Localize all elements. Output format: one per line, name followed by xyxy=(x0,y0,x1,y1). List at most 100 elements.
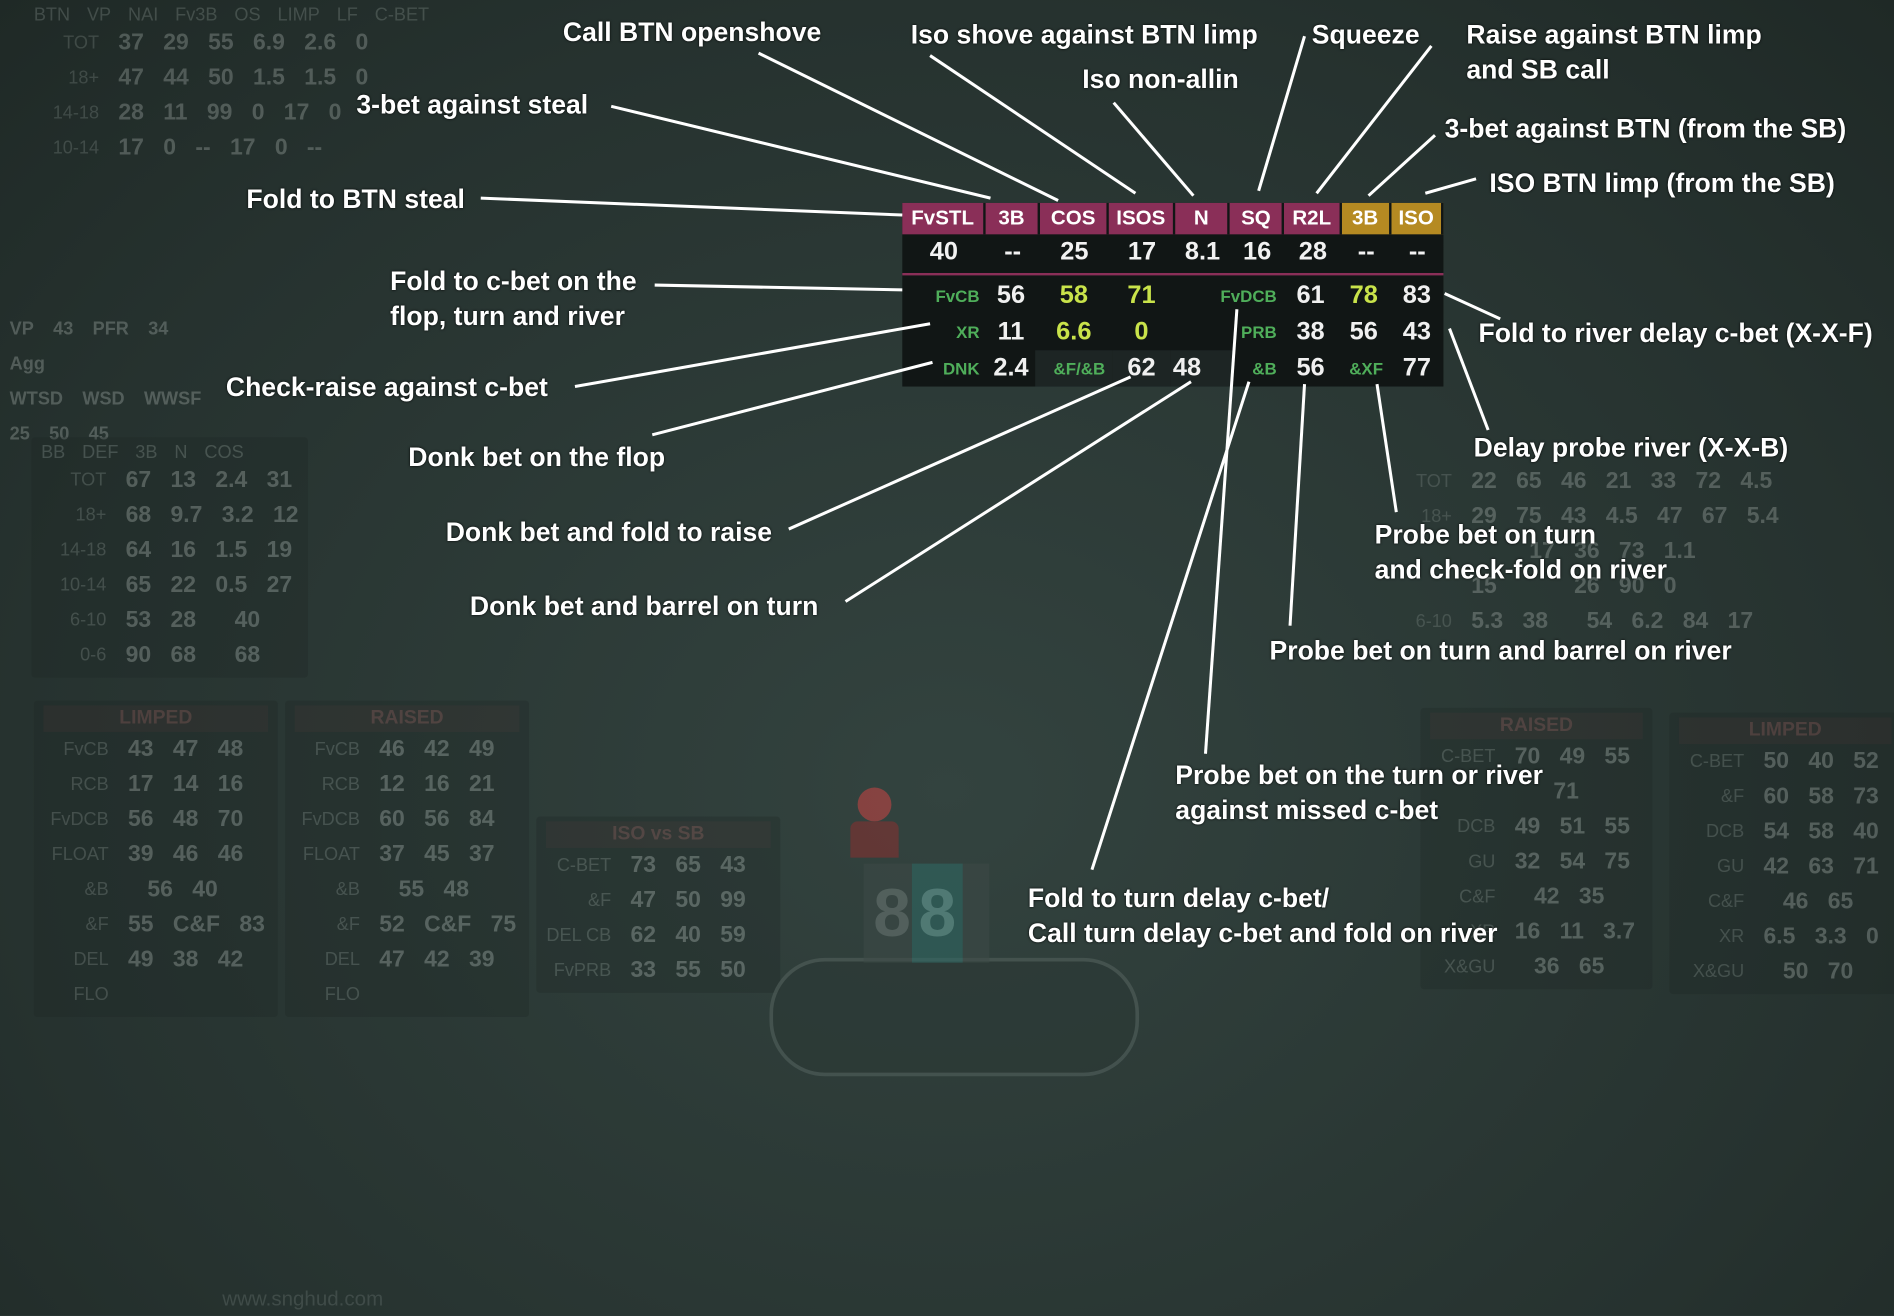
bg-table-cell: 11 xyxy=(163,100,188,126)
hud-value-8: -- xyxy=(1408,237,1426,266)
bg-table-cell: 63 xyxy=(1808,853,1834,880)
bg-table-cell: 40 xyxy=(1808,748,1834,775)
bg-table-cell: 31 xyxy=(266,467,293,493)
label-iso-btn-limp-sb: ISO BTN limp (from the SB) xyxy=(1489,167,1835,199)
bg-table-cell: FvDCB xyxy=(50,809,109,830)
bg-table-cell: -- xyxy=(306,135,323,161)
ff-label: &F/&B xyxy=(1035,350,1113,387)
bg-table-cell: 0 xyxy=(1866,924,1879,950)
dnk-value: 2.4 xyxy=(993,353,1029,382)
hole-card-left: 8 xyxy=(873,874,911,951)
bg-table-cell: 18+ xyxy=(75,504,107,526)
bg-table-cell: &F xyxy=(1721,786,1745,807)
bg-table-cell: 0 xyxy=(328,100,342,126)
bg-table-cell: 26 xyxy=(1574,573,1600,600)
bg-table-cell: 75 xyxy=(490,911,517,938)
bg-table-cell: 1.5 xyxy=(304,65,337,91)
bg-table-cell: 68 xyxy=(170,642,197,668)
prb-turn: 56 xyxy=(1349,317,1378,346)
fvcb-label: FvCB xyxy=(935,286,980,306)
bg-table-cell: 68 xyxy=(125,502,152,528)
bg-table-row: 71 xyxy=(1430,774,1643,809)
bg-table-cell: 70 xyxy=(1514,744,1541,770)
xf-label: &XF xyxy=(1349,358,1384,379)
bg-wwsf-label: WWSF xyxy=(143,388,202,410)
bg-table-cell: 44 xyxy=(163,65,189,91)
bg-table-cell: 55 xyxy=(675,957,701,984)
label-squeeze: Squeeze xyxy=(1311,19,1420,50)
bg-wsd-label: WSD xyxy=(82,388,125,410)
bg-table-cell: 29 xyxy=(1471,503,1497,530)
bg-table-cell: 65 xyxy=(675,852,701,879)
bg-table-cell: GU xyxy=(1717,856,1745,877)
bg-header-cell: BB xyxy=(41,442,66,463)
bg-table-cell: 50 xyxy=(720,957,746,984)
bg-table-cell: 60 xyxy=(1763,783,1790,810)
bg-table-cell: 49 xyxy=(1514,814,1541,840)
bg-table-cell: 22 xyxy=(1471,468,1497,495)
hud-row-xr: XR 11 6.6 0 PRB 38 56 43 xyxy=(902,314,1443,350)
bg-table-cell: 45 xyxy=(424,841,450,868)
bg-table-cell: 5.3 xyxy=(1471,608,1504,635)
bg-table-cell: 38 xyxy=(1522,608,1548,635)
bg-table-cell: 73 xyxy=(630,852,657,879)
bg-table-cell: 15 xyxy=(1471,573,1497,600)
bg-table-cell: 18+ xyxy=(1421,506,1452,527)
bg-table-cell: 60 xyxy=(379,806,405,833)
bg-table-cell: 54 xyxy=(1586,608,1613,635)
xr-river: 0 xyxy=(1134,317,1149,346)
bg-table-cell: 73 xyxy=(1853,783,1879,810)
bg-table-cell: 36 xyxy=(1574,538,1600,565)
bg-table-cell: 17 xyxy=(1727,608,1754,635)
label-fold-turn-delay-line2: Call turn delay c-bet and fold on river xyxy=(1027,918,1498,949)
bg-table-cell: 37 xyxy=(469,841,495,868)
bg-table-cell: 42 xyxy=(424,946,450,973)
bg-table-cell: 58 xyxy=(1808,783,1834,810)
bg-table-cell: 21 xyxy=(1605,468,1632,495)
label-probe-turn-check-fold: Probe bet on turn xyxy=(1374,519,1597,550)
bg-table-cell: 39 xyxy=(469,946,495,973)
bg-table-cell: 40 xyxy=(1853,818,1879,845)
bg-table-cell: 55 xyxy=(128,911,154,938)
bg-table-cell: 21 xyxy=(469,771,495,798)
bg-table-cell: 59 xyxy=(720,922,746,949)
bg-table-cell: 42 xyxy=(1763,853,1790,880)
bg-table-cell: 28 xyxy=(118,100,144,126)
bg-agg-label: Agg xyxy=(9,353,45,375)
bg-table-cell: 36 xyxy=(1534,954,1560,980)
hero-cards: 8 8 xyxy=(863,863,990,963)
hud-value-1: -- xyxy=(1004,237,1022,266)
label-call-btn-openshove: Call BTN openshove xyxy=(562,16,822,48)
bg-table-cell: TOT xyxy=(63,32,100,54)
bg-table-cell: X&GU xyxy=(1692,961,1745,983)
bg-table-cell: 70 xyxy=(1827,959,1854,985)
bg-table-cell: C-BET xyxy=(1441,746,1496,768)
bg-table-cell: 43 xyxy=(720,852,746,879)
bg-table-cell: 12 xyxy=(379,771,405,798)
bg-table-cell: DEL CB xyxy=(546,925,612,946)
bg-table-cell: &F xyxy=(85,914,109,935)
bg-table-cell: 3.7 xyxy=(1603,919,1636,945)
fvdcb-label: FvDCB xyxy=(1220,286,1277,306)
bg-table-cell: 84 xyxy=(1682,608,1709,635)
hud-header-8: ISO xyxy=(1391,202,1444,235)
bg-table-cell: 18+ xyxy=(68,67,100,89)
